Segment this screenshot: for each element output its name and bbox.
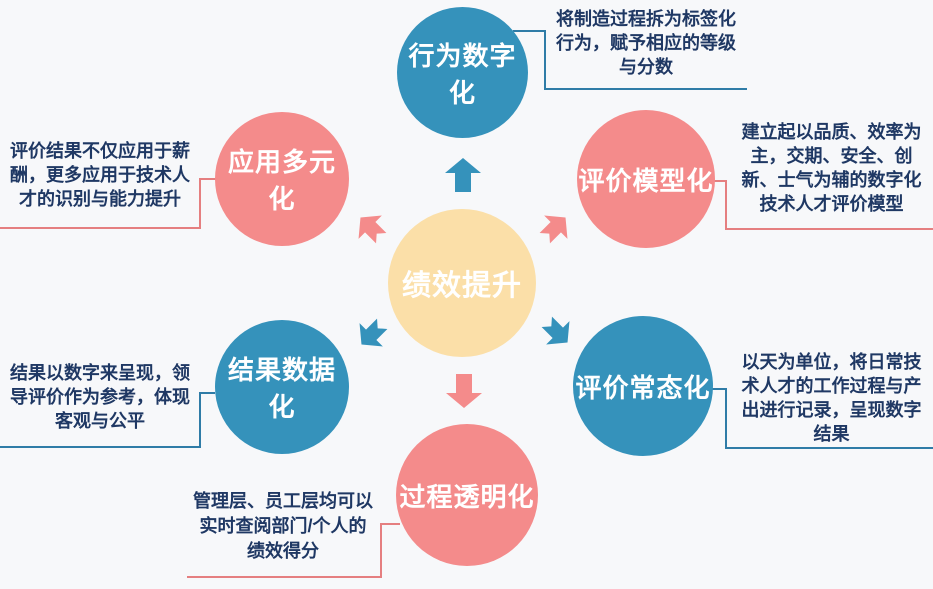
node-circle-evaluation-normalization: 评价常态化	[573, 316, 713, 456]
node-description-behavior-digitization: 将制造过程拆为标签化 行为，赋予相应的等级 与分数	[556, 9, 736, 77]
center-node-circle: 绩效提升	[388, 209, 536, 357]
node-description-application-diversification: 评价结果不仅应用于薪 酬，更多应用于技术人 才的识别与能力提升	[10, 141, 190, 209]
node-label: 评价模型化	[578, 165, 714, 196]
node-circle-evaluation-modeling: 评价模型化	[577, 110, 715, 248]
node-circle-behavior-digitization: 行为数字化	[397, 7, 528, 138]
node-label: 结果数据化	[227, 355, 336, 422]
node-label: 应用多元化	[227, 147, 336, 214]
arrow-up-right-icon	[539, 215, 568, 244]
arrow-up-left-icon	[358, 215, 387, 244]
node-label: 行为数字化	[408, 40, 517, 108]
node-circle-result-datafication: 结果数据化	[215, 320, 349, 454]
node-label: 过程透明化	[399, 481, 535, 512]
center-node-label: 绩效提升	[401, 270, 522, 302]
node-label: 评价常态化	[575, 372, 711, 403]
node-description-result-datafication: 结果以数字来呈现，领 导评价作为参考，体现 客观与公平	[10, 363, 190, 431]
arrow-up-icon	[445, 158, 481, 192]
arrow-down-right-icon	[541, 316, 570, 345]
node-description-evaluation-normalization: 以天为单位，将日常技 术人才的工作过程与产 出进行记录，呈现数字 结果	[741, 352, 922, 444]
node-circle-process-transparency: 过程透明化	[396, 424, 538, 566]
node-circle-application-diversification: 应用多元化	[215, 112, 349, 246]
arrow-down-left-icon	[359, 318, 388, 347]
node-description-process-transparency: 管理层、员工层均可以 实时查阅部门/个人的 绩效得分	[193, 491, 373, 561]
arrow-down-icon	[446, 374, 482, 408]
node-description-evaluation-modeling: 建立起以品质、效率为 主，交期、安全、创 新、士气为辅的数字化 技术人才评价模型	[741, 122, 922, 214]
